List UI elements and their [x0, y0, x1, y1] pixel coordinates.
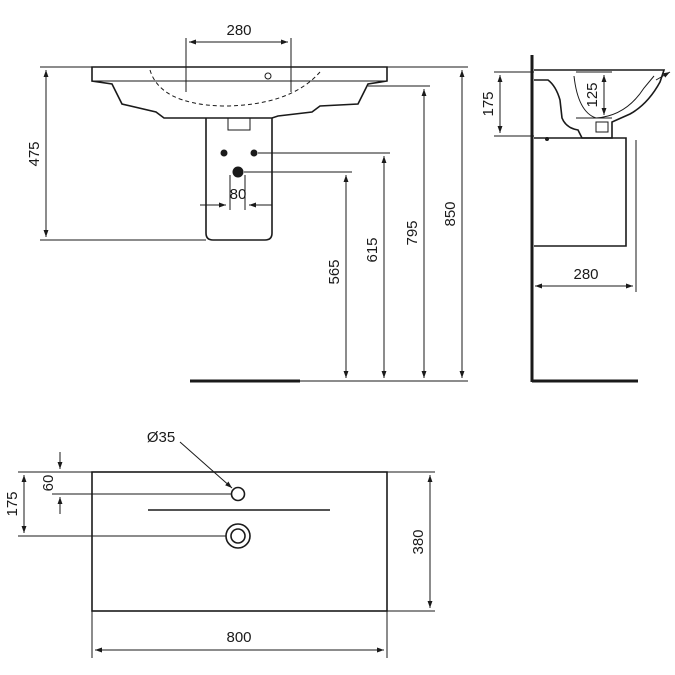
dim-label-plan-depth: 380: [410, 529, 427, 554]
dim-label-615: 615: [364, 237, 381, 262]
basin-outline: [91, 66, 388, 119]
waste-inner: [230, 528, 246, 544]
waste-fitting: [227, 117, 251, 131]
semi-pedestal: [205, 118, 273, 241]
waste-trap-side: [595, 121, 609, 133]
dim-label-waste-spacing: 80: [230, 186, 247, 203]
tap-hole: [230, 486, 246, 502]
basin-profile: [534, 69, 666, 139]
plan-view: Ø35 60 175 380 800: [4, 429, 435, 658]
dim-label-basin-height: 475: [26, 141, 43, 166]
tap-hole-leader: [179, 441, 233, 489]
dim-label-565: 565: [326, 259, 343, 284]
dim-label-plan-width: 800: [226, 629, 251, 646]
dim-label-side-125: 125: [584, 82, 601, 107]
front-view: 280 475 80 565 615 795 850: [26, 22, 468, 383]
dim-label-850: 850: [442, 201, 459, 226]
waste-outer: [225, 523, 251, 549]
dim-label-795: 795: [404, 220, 421, 245]
dim-label-side-depth: 280: [573, 266, 598, 283]
fixing-point-right: [250, 149, 258, 157]
dim-label-60: 60: [40, 475, 57, 492]
overflow-arrow: [655, 71, 671, 81]
dim-label-plan-175: 175: [4, 491, 21, 516]
basin-plan-outline: [91, 471, 388, 612]
pedestal-profile: [534, 137, 627, 247]
dim-label-side-175: 175: [480, 91, 497, 116]
waste-outlet-point: [232, 166, 244, 178]
overflow-hole: [264, 72, 272, 80]
dim-label-tap-spacing: 280: [226, 22, 251, 39]
fixing-point-left: [220, 149, 228, 157]
fixing-point-side: [545, 137, 549, 141]
dim-label-tap-hole: Ø35: [147, 429, 175, 446]
bowl-inner-dashed: [149, 69, 321, 107]
side-view: 175 125 280: [480, 55, 671, 383]
